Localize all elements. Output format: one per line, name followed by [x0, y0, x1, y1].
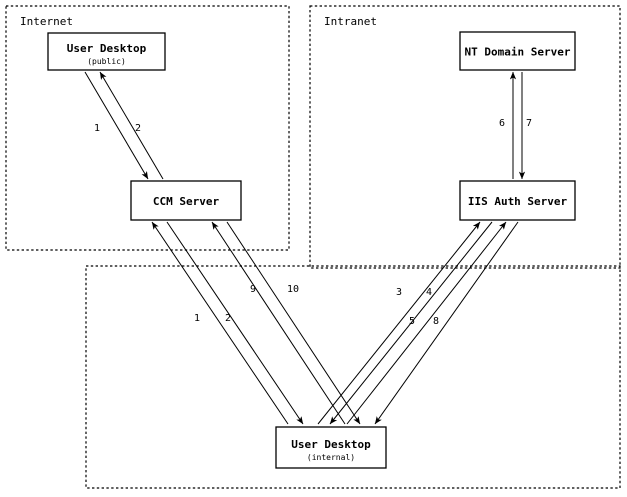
node-boxes: User Desktop (public) CCM Server NT Domain … — [47, 31, 576, 469]
node-user-desktop-public[interactable]: User Desktop (public) — [47, 32, 166, 71]
node-nt-domain-server[interactable]: NT Domain Server — [459, 31, 576, 71]
step-label-9: 9 — [250, 284, 256, 295]
node-subtitle-user-desktop-public: (public) — [87, 57, 126, 66]
node-box-nt-domain-server[interactable] — [459, 31, 576, 71]
step-label-2-bottom: 2 — [225, 313, 231, 324]
node-title-ccm-server: CCM Server — [153, 195, 220, 208]
flow-arrow-flow-5 — [346, 221, 507, 425]
node-box-iis-auth-server[interactable] — [459, 180, 576, 221]
flow-arrow-flow-10 — [226, 221, 361, 425]
node-user-desktop-internal[interactable]: User Desktop (internal) — [275, 426, 387, 469]
step-label-3: 3 — [396, 287, 402, 298]
flow-arrow-flow-9 — [211, 221, 346, 425]
zone-boundary-internal-zone — [85, 265, 621, 489]
node-title-nt-domain-server: NT Domain Server — [465, 46, 571, 59]
zone-boundaries: Internet Intranet — [5, 5, 621, 489]
node-ccm-server[interactable]: CCM Server — [130, 180, 242, 221]
flow-arrow-flow-2-public — [99, 71, 164, 180]
zone-boundary-intranet — [309, 5, 621, 269]
edge-step-labels: 1 2 6 7 9 10 1 2 3 4 5 8 — [94, 118, 532, 327]
step-label-8: 8 — [433, 316, 439, 327]
flow-arrow-flow-4 — [329, 221, 493, 425]
step-label-4: 4 — [426, 287, 432, 298]
flow-arrow-flow-8 — [374, 221, 519, 425]
node-box-user-desktop-public[interactable] — [47, 32, 166, 71]
flow-arrow-flow-3 — [317, 221, 481, 425]
node-subtitle-user-desktop-internal: (internal) — [307, 453, 355, 462]
flow-arrow-flow-1-public — [84, 71, 149, 180]
step-label-6: 6 — [499, 118, 505, 129]
flow-arrows — [84, 71, 526, 425]
zone-label-intranet: Intranet — [324, 15, 377, 28]
step-label-1-top: 1 — [94, 123, 100, 134]
node-title-user-desktop-public: User Desktop — [67, 42, 147, 55]
step-label-7: 7 — [526, 118, 532, 129]
zone-label-internet: Internet — [20, 15, 73, 28]
zone-boundary-internet — [5, 5, 290, 251]
step-label-10: 10 — [287, 284, 299, 295]
flow-arrow-flow-2-internal — [166, 221, 304, 425]
step-label-5: 5 — [409, 316, 415, 327]
step-label-2-top: 2 — [135, 123, 141, 134]
node-box-ccm-server[interactable] — [130, 180, 242, 221]
node-box-user-desktop-internal[interactable] — [275, 426, 387, 469]
flow-arrow-flow-1-internal — [151, 221, 289, 425]
step-label-1-bottom: 1 — [194, 313, 200, 324]
node-iis-auth-server[interactable]: IIS Auth Server — [459, 180, 576, 221]
node-title-iis-auth-server: IIS Auth Server — [468, 195, 568, 208]
node-title-user-desktop-internal: User Desktop — [291, 438, 371, 451]
